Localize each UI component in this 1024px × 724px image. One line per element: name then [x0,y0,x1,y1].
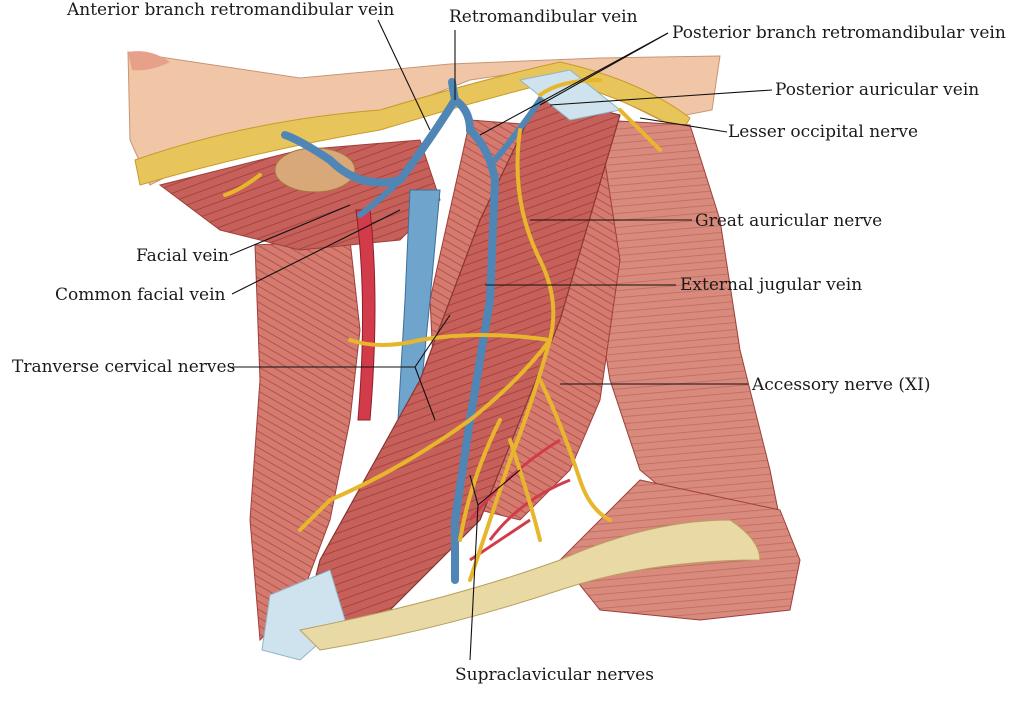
label-accessory-nerve: Accessory nerve (XI) [752,375,931,395]
strap-muscles [249,239,361,642]
label-retromandibular-vein: Retromandibular vein [449,7,638,27]
nerves [223,78,662,582]
lip [128,51,170,71]
clavicle-border [298,519,761,651]
label-great-auricular-nerve: Great auricular nerve [695,211,883,231]
label-external-jugular-vein: External jugular vein [680,275,863,295]
label-supraclavicular-nerves: Supraclavicular nerves [455,665,654,685]
label-facial-vein: Facial vein [136,246,229,266]
label-anterior-branch-retromandibular-vein: Anterior branch retromandibular vein [67,0,395,20]
label-posterior-auricular-vein: Posterior auricular vein [775,80,980,100]
label-lesser-occipital-nerve: Lesser occipital nerve [728,122,919,142]
label-posterior-branch-retromandibular-vein: Posterior branch retromandibular vein [672,23,1006,43]
label-transverse-cervical-nerves: Tranverse cervical nerves [12,357,236,377]
label-common-facial-vein: Common facial vein [55,285,226,305]
leader-lines [229,19,773,661]
trapezius [589,119,781,521]
